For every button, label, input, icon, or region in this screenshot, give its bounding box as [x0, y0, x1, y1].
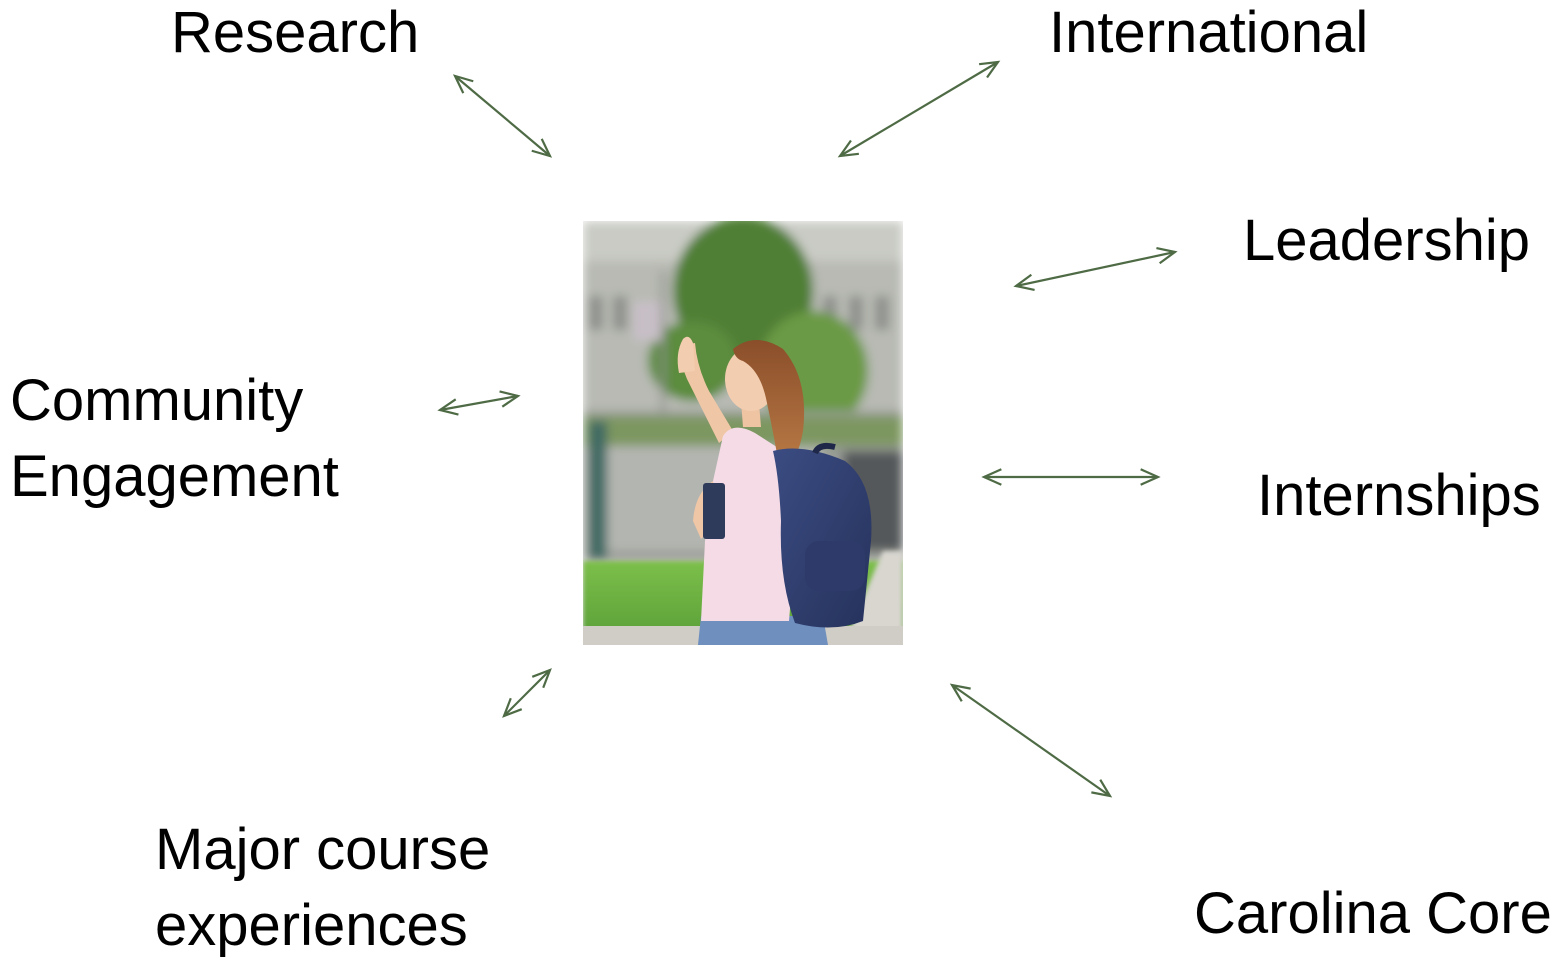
arrow-major-course-shaft	[503, 669, 551, 717]
arrow-internships-head-1	[981, 468, 1002, 486]
arrow-research-shaft	[454, 75, 551, 157]
arrow-community-head-1	[437, 398, 459, 416]
label-major-course-experiences: Major course experiences	[155, 812, 490, 964]
arrow-carolina-core-head-2	[1091, 779, 1113, 798]
arrow-internships	[981, 468, 1161, 486]
arrow-community-head-2	[499, 390, 521, 408]
arrow-carolina-core	[949, 683, 1113, 798]
arrow-major-course	[502, 668, 552, 718]
arrow-leadership-head-2	[1013, 273, 1035, 292]
arrow-international-shaft	[839, 61, 999, 157]
label-international: International	[1049, 0, 1369, 65]
label-major-line1: Major course	[155, 817, 491, 882]
arrow-leadership-shaft	[1015, 250, 1176, 288]
arrow-international-head-2	[837, 139, 859, 158]
arrow-international-head-1	[979, 60, 1001, 79]
label-carolina-core: Carolina Core	[1194, 881, 1552, 946]
arrow-leadership	[1013, 246, 1178, 292]
arrow-carolina-core-head-1	[949, 683, 971, 702]
arrow-research	[452, 74, 553, 158]
arrow-internships-head-2	[1140, 468, 1161, 486]
label-community-line1: Community	[10, 368, 304, 433]
arrow-major-course-head-1	[502, 697, 523, 718]
arrow-research-head-2	[531, 138, 553, 158]
arrow-carolina-core-shaft	[951, 684, 1111, 797]
student-figure	[677, 336, 872, 645]
label-major-line2: experiences	[155, 893, 468, 958]
label-internships: Internships	[1257, 463, 1541, 528]
label-community-line2: Engagement	[10, 444, 339, 509]
student-photo	[583, 221, 903, 645]
label-leadership: Leadership	[1243, 208, 1530, 273]
arrow-community-shaft	[439, 394, 519, 412]
arrow-leadership-head-1	[1156, 246, 1178, 265]
arrow-international	[837, 60, 1001, 158]
arrow-community	[437, 390, 521, 416]
arrow-major-course-head-2	[531, 668, 552, 689]
label-research: Research	[171, 0, 420, 65]
label-community-engagement: Community Engagement	[10, 363, 339, 515]
arrow-research-head-1	[452, 74, 474, 94]
